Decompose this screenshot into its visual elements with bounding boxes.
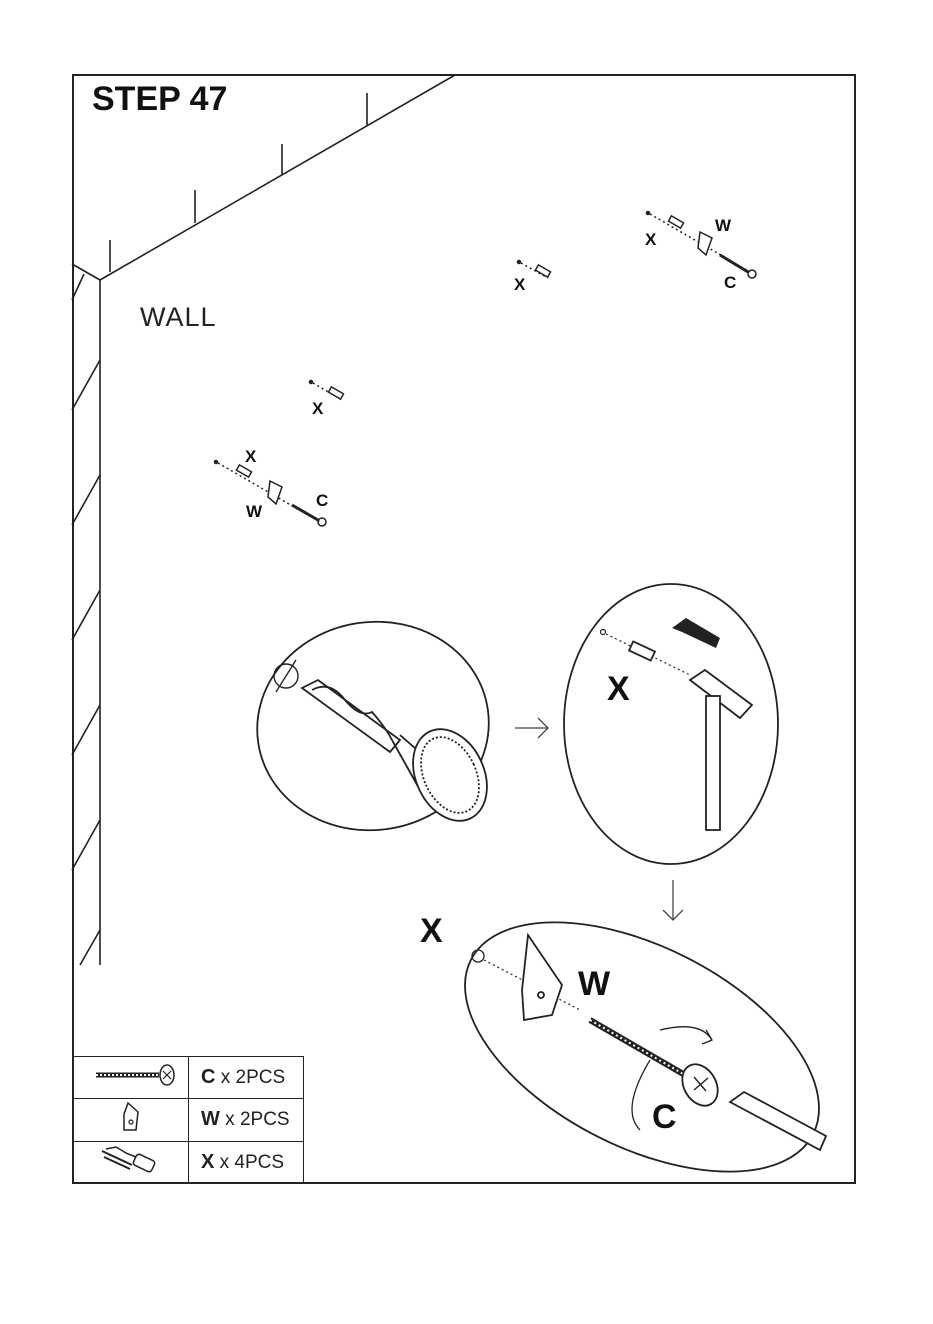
step-title: STEP 47: [92, 80, 227, 119]
part-code: C: [201, 1066, 215, 1088]
callout-w: W: [715, 216, 731, 236]
callout-x: X: [607, 670, 630, 709]
parts-row: C x 2PCS: [73, 1057, 304, 1099]
part-qty: x 2PCS: [225, 1109, 289, 1130]
callout-c: C: [724, 273, 736, 293]
parts-text: W x 2PCS: [189, 1099, 304, 1141]
callout-x: X: [420, 912, 443, 951]
wall-plug-icon: [73, 1141, 189, 1183]
callout-x: X: [245, 447, 256, 467]
drill-detail: [244, 607, 503, 845]
part-code: W: [201, 1108, 220, 1130]
part-qty: x 2PCS: [221, 1067, 285, 1088]
part-qty: x 4PCS: [220, 1152, 284, 1173]
parts-row: X x 4PCS: [73, 1141, 304, 1183]
callout-x: X: [312, 399, 323, 419]
callout-x: X: [514, 275, 525, 295]
parts-text: X x 4PCS: [189, 1141, 304, 1183]
fixing-left-upper: [310, 381, 344, 401]
fixing-left: [215, 461, 327, 527]
screw-detail: [426, 871, 859, 1224]
parts-list: C x 2PCS W x 2PCS X x 4PCS: [72, 1056, 304, 1184]
flow-arrows: [515, 718, 683, 920]
callout-c: C: [652, 1098, 677, 1137]
part-code: X: [201, 1151, 214, 1173]
bracket-icon: [73, 1099, 189, 1141]
fixing-top-right: [647, 212, 757, 279]
callout-w: W: [578, 965, 610, 1004]
callout-c: C: [316, 491, 328, 511]
screw-icon: [73, 1057, 189, 1099]
wall-label: WALL: [140, 302, 217, 333]
parts-text: C x 2PCS: [189, 1057, 304, 1099]
callout-x: X: [645, 230, 656, 250]
callout-w: W: [246, 502, 262, 522]
hammer-detail: [564, 584, 778, 864]
parts-row: W x 2PCS: [73, 1099, 304, 1141]
